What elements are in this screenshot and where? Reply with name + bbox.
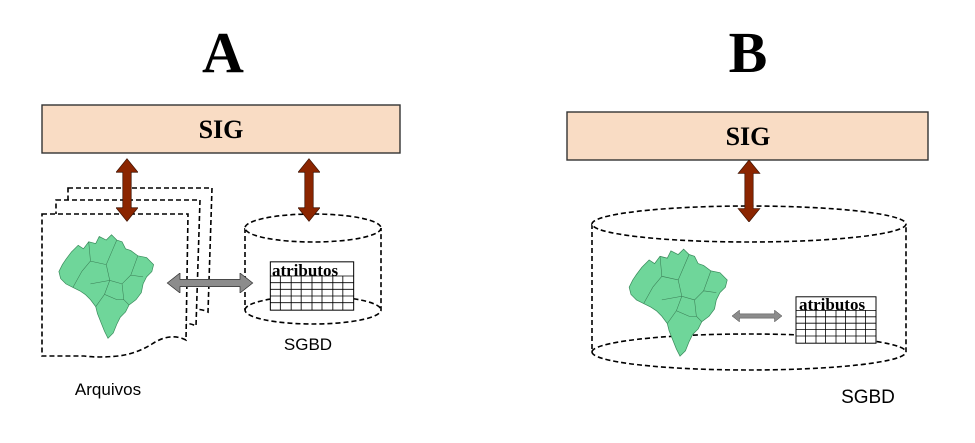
panel-a-files-label: Arquivos: [75, 380, 141, 399]
panel-b-sig-rect: [566, 111, 929, 161]
panel-a-attributes-label: atributos: [272, 261, 339, 280]
attribute-table-icon: atributos: [269, 261, 355, 311]
panel-b-cylinder-bottom-back: [591, 333, 907, 353]
panel-b: B SIG atributos SGBD: [566, 20, 929, 408]
panel-a-sig-rect: [41, 104, 401, 154]
panel-a-letter: A: [202, 20, 244, 85]
panel-a-arrow-db-sig: [298, 158, 320, 222]
panel-a-sig-label: SIG: [199, 115, 244, 144]
panel-a-cylinder-top: [244, 213, 382, 243]
file-stack-icon: [41, 187, 213, 358]
attribute-table-icon: atributos: [795, 295, 877, 344]
panel-a-sgbd-label: SGBD: [284, 335, 332, 354]
panel-a-sig-box: SIG: [41, 104, 401, 154]
panel-b-attributes-label: atributos: [799, 295, 866, 314]
panel-b-sig-label: SIG: [726, 122, 771, 151]
panel-b-sig-box: SIG: [566, 111, 929, 161]
panel-a: A SIG Arquivos atributos SGBD: [41, 20, 401, 399]
panel-b-arrow-db-sig: [737, 160, 761, 222]
panel-a-arrow-map-table: [166, 273, 254, 293]
panel-b-letter: B: [729, 20, 768, 85]
panel-b-sgbd-label: SGBD: [841, 387, 895, 408]
panel-a-cylinder-bottom-back: [244, 295, 382, 311]
